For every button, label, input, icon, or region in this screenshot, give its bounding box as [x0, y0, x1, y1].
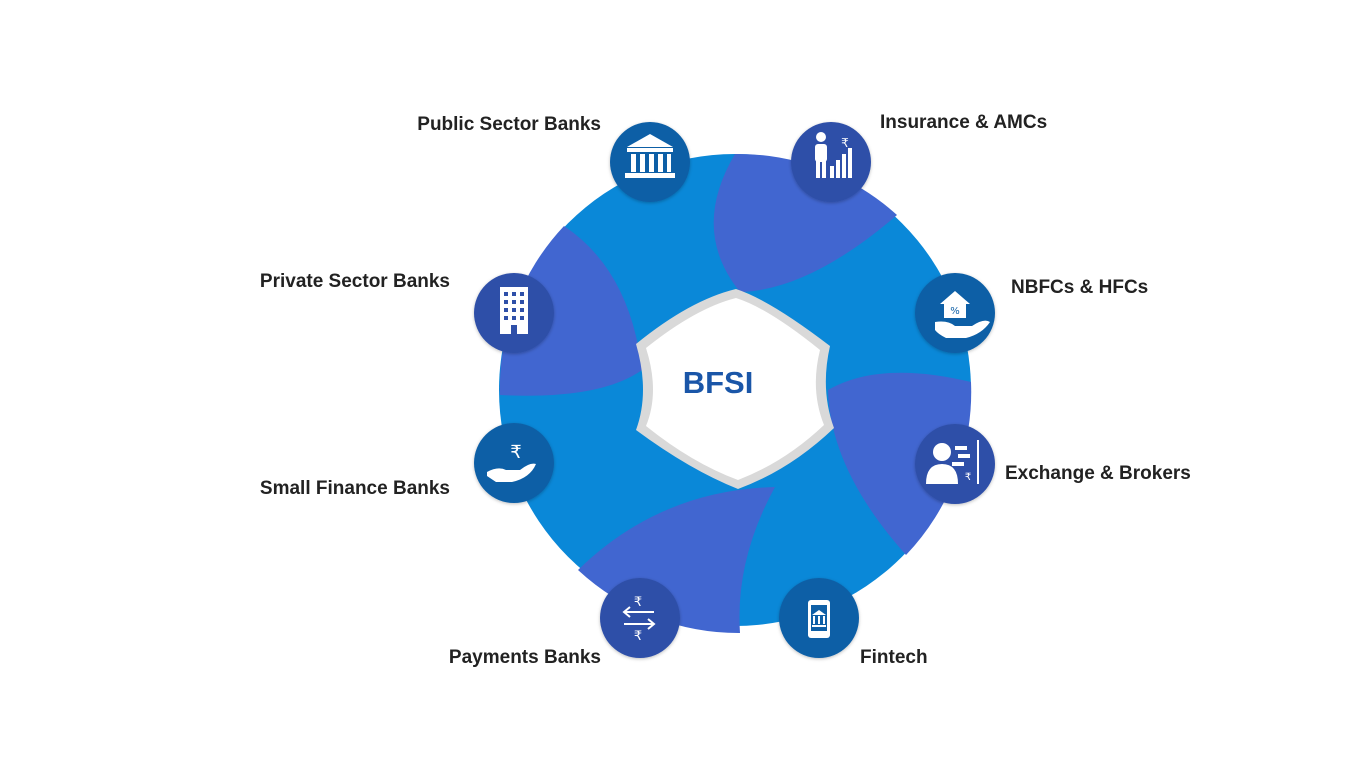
- bank-building-icon: [625, 134, 675, 178]
- node-circle: [474, 423, 554, 503]
- node-public-sector-banks: [610, 122, 690, 202]
- svg-text:₹: ₹: [841, 136, 849, 150]
- node-nbfcs-hfcs: %: [915, 273, 995, 353]
- node-payments-banks: ₹ ₹: [600, 578, 680, 658]
- node-circle: [600, 578, 680, 658]
- mobile-bank-icon: [808, 600, 830, 638]
- svg-text:₹: ₹: [634, 595, 642, 610]
- svg-text:₹: ₹: [510, 442, 521, 463]
- label-insurance-amcs: Insurance & AMCs: [880, 112, 1048, 133]
- label-private-sector-banks: Private Sector Banks: [259, 271, 450, 292]
- hand-house-percent-icon: %: [935, 291, 990, 338]
- label-small-finance-banks: Small Finance Banks: [259, 478, 450, 499]
- label-exchange-brokers: Exchange & Brokers: [1005, 463, 1191, 484]
- label-fintech: Fintech: [860, 647, 928, 668]
- svg-text:%: %: [950, 306, 960, 317]
- svg-text:₹: ₹: [634, 629, 642, 644]
- node-private-sector-banks: [474, 273, 554, 353]
- svg-text:₹: ₹: [965, 472, 971, 483]
- node-fintech: [779, 578, 859, 658]
- node-exchange-brokers: ₹: [915, 424, 995, 504]
- person-rupee-growth-icon: ₹: [815, 132, 852, 178]
- node-circle: [791, 122, 871, 202]
- label-public-sector-banks: Public Sector Banks: [417, 114, 601, 135]
- segment-exchange: [828, 372, 972, 555]
- node-small-finance-banks: ₹: [474, 423, 554, 503]
- office-tower-icon: [500, 287, 528, 334]
- hand-rupee-icon: ₹: [487, 442, 536, 482]
- segment-ring: [499, 153, 972, 634]
- broker-trading-screen-icon: ₹: [926, 440, 979, 484]
- center-title: BFSI: [682, 365, 754, 400]
- label-nbfcs-hfcs: NBFCs & HFCs: [1011, 277, 1149, 298]
- center-hub: [646, 298, 824, 480]
- node-insurance-amcs: ₹: [791, 122, 871, 202]
- label-payments-banks: Payments Banks: [448, 647, 601, 668]
- segment-private-banks: [499, 226, 642, 396]
- rupee-transfer-arrows-icon: ₹ ₹: [622, 595, 656, 644]
